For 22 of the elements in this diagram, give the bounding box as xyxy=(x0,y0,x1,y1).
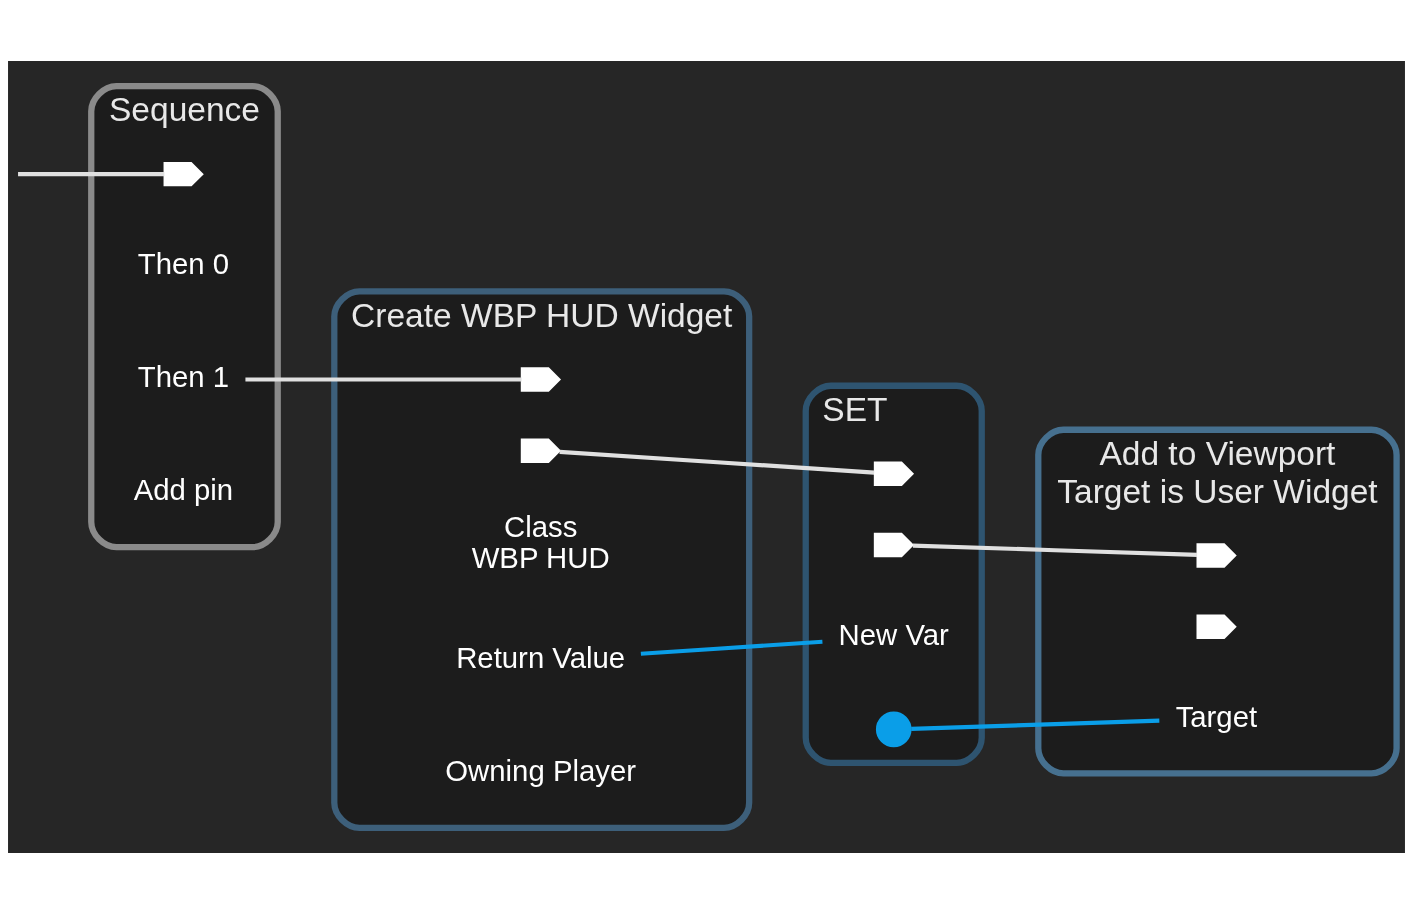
node-pentagon xyxy=(520,367,562,392)
connector xyxy=(559,449,875,475)
connector xyxy=(245,377,522,382)
connector xyxy=(911,718,1160,731)
connector xyxy=(18,172,165,177)
connector xyxy=(640,639,823,656)
node-pentagon xyxy=(520,438,562,463)
connector xyxy=(912,543,1198,557)
node-text: Target xyxy=(1175,699,1258,733)
node-text: Then 1 xyxy=(137,360,230,394)
node-pentagon xyxy=(163,161,204,187)
node-circle xyxy=(875,711,912,748)
node-pentagon xyxy=(873,532,915,558)
node-pentagon xyxy=(873,461,915,486)
node-pentagon xyxy=(1196,543,1237,568)
node-text: New Var xyxy=(838,617,949,651)
node-text: Class WBP HUD xyxy=(471,510,610,575)
node-text: Then 0 xyxy=(137,247,230,281)
node-text: Add pin xyxy=(133,473,234,507)
node-text: Return Value xyxy=(456,640,626,674)
node-pentagon xyxy=(1196,614,1237,639)
node-text: Owning Player xyxy=(445,754,637,788)
